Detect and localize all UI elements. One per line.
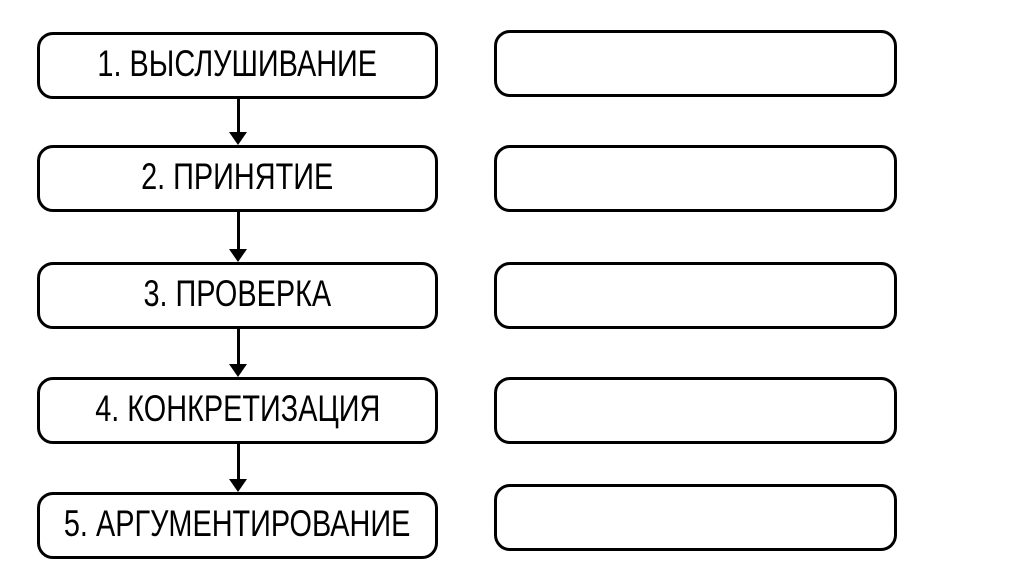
arrow-down-connector-2 bbox=[229, 212, 248, 262]
step-box-1: 1. ВЫСЛУШИВАНИЕ bbox=[37, 32, 438, 99]
step-box-2: 2. ПРИНЯТИЕ bbox=[37, 145, 438, 212]
arrow-down-connector-1 bbox=[229, 99, 248, 145]
arrow-head-down-icon bbox=[229, 479, 247, 492]
step-box-5: 5. АРГУМЕНТИРОВАНИЕ bbox=[37, 492, 438, 559]
arrow-down-connector-4 bbox=[229, 444, 248, 492]
step-box-4: 4. КОНКРЕТИЗАЦИЯ bbox=[37, 377, 438, 444]
arrow-shaft bbox=[237, 444, 240, 481]
step-label-2: 2. ПРИНЯТИЕ bbox=[141, 156, 334, 197]
answer-box-2 bbox=[494, 145, 897, 212]
answer-box-4 bbox=[494, 377, 897, 444]
answer-box-3 bbox=[494, 262, 897, 329]
arrow-head-down-icon bbox=[229, 364, 247, 377]
arrow-shaft bbox=[237, 329, 240, 366]
answer-box-5 bbox=[494, 484, 897, 551]
arrow-shaft bbox=[237, 212, 240, 251]
arrow-head-down-icon bbox=[229, 249, 247, 262]
arrow-head-down-icon bbox=[229, 132, 247, 145]
step-box-3: 3. ПРОВЕРКА bbox=[37, 262, 438, 329]
arrow-down-connector-3 bbox=[229, 329, 248, 377]
step-label-4: 4. КОНКРЕТИЗАЦИЯ bbox=[94, 388, 381, 429]
step-label-1: 1. ВЫСЛУШИВАНИЕ bbox=[97, 43, 378, 84]
answer-box-1 bbox=[494, 30, 897, 97]
step-label-5: 5. АРГУМЕНТИРОВАНИЕ bbox=[64, 503, 411, 544]
arrow-shaft bbox=[237, 99, 240, 134]
step-label-3: 3. ПРОВЕРКА bbox=[143, 273, 332, 314]
